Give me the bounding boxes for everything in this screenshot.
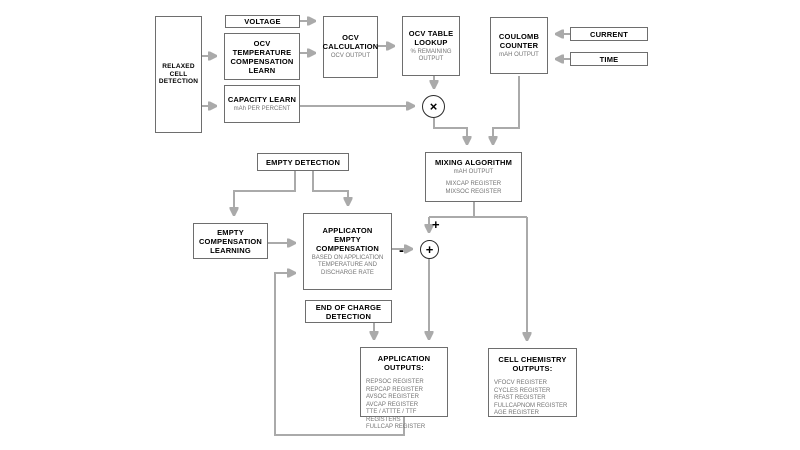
node-title: EMPTY DETECTION: [265, 157, 341, 167]
node-subtitle: % REMAINING OUTPUT: [410, 48, 452, 63]
node-subtitle: BASED ON APPLICATION TEMPERATURE AND DIS…: [311, 254, 384, 276]
connector-empty-detection-to-app-comp: [312, 171, 348, 205]
register-item: REPCAP REGISTER: [366, 386, 423, 393]
node-subtitle: mAh PER PERCENT: [233, 105, 291, 112]
register-item: TTE / ATTTE / TTF REGISTERS: [366, 409, 417, 423]
node-subtitle: mAH OUTPUT: [499, 51, 539, 58]
node-title: TIME: [599, 54, 619, 64]
node-voltage: VOLTAGE: [225, 15, 300, 28]
register-item: VFOCV REGISTER: [494, 380, 548, 386]
register-item: AVCAP REGISTER: [366, 401, 419, 408]
node-title: RELAXED CELL DETECTION: [158, 62, 199, 86]
connector-empty-detection-to-learning: [234, 171, 296, 215]
node-ocv-temperature-compensation-learn: OCV TEMPERATURE COMPENSATION LEARN: [224, 33, 300, 80]
sum-operator-icon: +: [420, 240, 439, 259]
connector-multiply-to-mixing: [433, 118, 467, 144]
register-item: REPSOC REGISTER: [366, 379, 424, 385]
node-mixing-algorithm: MIXING ALGORITHM mAH OUTPUT MIXCAP REGIS…: [425, 152, 522, 202]
node-ocv-table-lookup: OCV TABLE LOOKUP % REMAINING OUTPUT: [402, 16, 460, 76]
node-empty-detection: EMPTY DETECTION: [257, 153, 349, 171]
node-coulomb-counter: COULOMB COUNTER mAH OUTPUT: [490, 17, 548, 74]
node-title: VOLTAGE: [244, 17, 281, 26]
register-item: MIXSOC REGISTER: [445, 188, 502, 195]
node-title: OCV CALCULATION: [322, 33, 379, 52]
node-subtitle: OCV OUTPUT: [330, 53, 371, 60]
minus-sign-label: -: [399, 242, 404, 259]
register-item: CYCLES REGISTER: [494, 387, 551, 394]
node-time: TIME: [570, 52, 648, 66]
node-title: CAPACITY LEARN: [227, 94, 297, 104]
node-title: CELL CHEMISTRY OUTPUTS:: [498, 355, 567, 373]
node-relaxed-cell-detection: RELAXED CELL DETECTION: [155, 16, 202, 133]
plus-sign-label: +: [432, 217, 440, 232]
node-title: CURRENT: [589, 29, 629, 39]
node-title: MIXING ALGORITHM: [434, 157, 513, 167]
node-subtitle: mAH OUTPUT: [453, 168, 494, 175]
node-application-empty-compensation: APPLICATON EMPTY COMPENSATION BASED ON A…: [303, 213, 392, 290]
multiply-operator-icon: ×: [422, 95, 445, 118]
node-title: OCV TEMPERATURE COMPENSATION LEARN: [230, 38, 294, 75]
node-ocv-calculation: OCV CALCULATION OCV OUTPUT: [323, 16, 378, 78]
node-title: APPLICATION OUTPUTS:: [377, 354, 431, 372]
node-current: CURRENT: [570, 27, 648, 41]
node-title: EMPTY COMPENSATION LEARNING: [198, 227, 263, 255]
register-item: FULLCAPNOM REGISTER: [494, 402, 568, 409]
node-end-of-charge-detection: END OF CHARGE DETECTION: [305, 300, 392, 323]
register-item: RFAST REGISTER: [494, 395, 546, 401]
node-title: END OF CHARGE DETECTION: [315, 302, 382, 321]
connector-coulomb-to-mixing: [493, 76, 520, 144]
connector-feedback-outputs-to-app-comp: [274, 273, 405, 436]
node-capacity-learn: CAPACITY LEARN mAh PER PERCENT: [224, 85, 300, 123]
register-item: FULLCAP REGISTER: [366, 424, 426, 430]
node-title: APPLICATON EMPTY COMPENSATION: [315, 225, 380, 253]
node-title: COULOMB COUNTER: [498, 31, 540, 50]
register-item: AGE REGISTER: [494, 410, 540, 416]
register-item: AVSOC REGISTER: [366, 394, 419, 400]
register-item: MIXCAP REGISTER: [445, 181, 502, 188]
node-empty-compensation-learning: EMPTY COMPENSATION LEARNING: [193, 223, 268, 259]
node-title: OCV TABLE LOOKUP: [408, 28, 454, 47]
